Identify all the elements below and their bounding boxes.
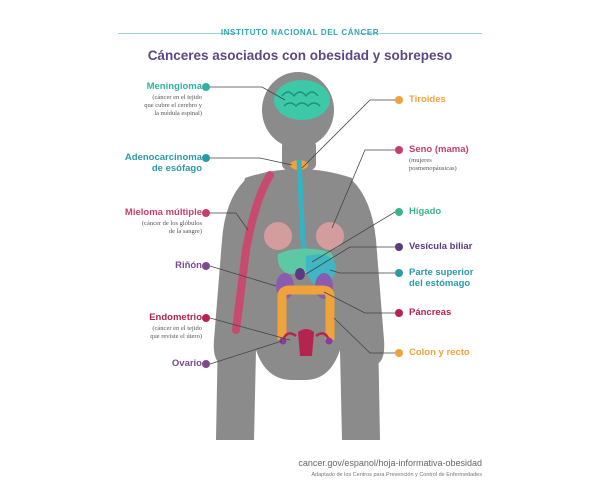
header-rule-left [118, 33, 240, 34]
label-liver: Hígado [409, 206, 442, 217]
label-stomach-1: Parte superior [409, 267, 474, 278]
label-breast: Seno (mama) [409, 144, 469, 155]
note-breast-2: posmenopáusicas) [409, 165, 457, 172]
note-meningioma-2: que cubre el cerebro y [144, 102, 202, 109]
brain [274, 80, 330, 120]
note-myeloma-1: (cáncer de los glóbulos [141, 220, 202, 227]
label-gallbladder: Vesícula biliar [409, 241, 473, 252]
dot-kidney [202, 262, 210, 270]
note-myeloma-2: de la sangre) [168, 228, 202, 235]
note-breast-1: (mujeres [409, 157, 432, 164]
note-meningioma-3: la médula espinal) [154, 110, 202, 117]
label-meningioma: Meningioma [146, 81, 202, 92]
arm-bone [232, 171, 274, 334]
dot-colon [395, 349, 403, 357]
label-thyroid: Tiroides [409, 94, 446, 105]
header-rule-right [360, 33, 482, 34]
label-esophagus-1: Adenocarcinoma [124, 152, 202, 163]
dot-breast [395, 146, 403, 154]
dot-stomach [395, 269, 403, 277]
gallbladder [295, 268, 305, 280]
dot-esophagus [202, 154, 210, 162]
note-meningioma-1: (cáncer en el tejido [152, 94, 202, 101]
footer-url: cancer.gov/espanol/hoja-informativa-obes… [298, 458, 482, 468]
dot-endometrium [202, 314, 210, 322]
organization-name: INSTITUTO NACIONAL DEL CÁNCER [220, 28, 380, 37]
colon [277, 285, 335, 340]
uterus [279, 329, 333, 356]
label-esophagus-2: de esófago [151, 163, 202, 174]
label-myeloma: Mieloma múltiple [124, 207, 202, 218]
label-colon: Colon y recto [409, 347, 470, 358]
note-endometrium-2: que reviste el útero) [150, 333, 202, 340]
label-kidney: Riñón [175, 260, 202, 271]
breast-left [264, 222, 292, 250]
dot-liver [395, 208, 403, 216]
label-stomach-2: del estómago [409, 278, 471, 289]
label-pancreas: Páncreas [409, 307, 452, 318]
leader-lines [209, 86, 396, 365]
footer-note: Adaptado de los Centros para Prevención … [311, 472, 482, 478]
dot-ovary [202, 360, 210, 368]
dot-pancreas [395, 309, 403, 317]
dot-thyroid [395, 96, 403, 104]
label-ovary: Ovario [171, 358, 202, 369]
note-endometrium-1: (cáncer en el tejido [152, 325, 202, 332]
page-title: Cánceres asociados con obesidad y sobrep… [147, 48, 453, 63]
dot-meningioma [202, 83, 210, 91]
dot-myeloma [202, 209, 210, 217]
dot-gallbladder [395, 243, 403, 251]
breast-right [316, 222, 344, 250]
label-endometrium: Endometrio [149, 312, 202, 323]
